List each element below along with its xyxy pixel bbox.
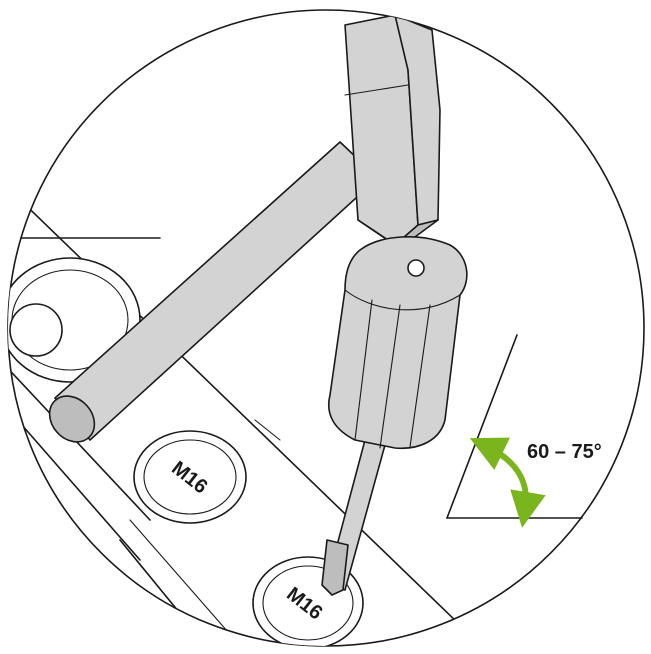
hammer-head [344, 14, 441, 249]
screwdriver-handle [328, 236, 468, 450]
angle-indicator: 60 – 75° [446, 334, 602, 528]
angle-arrow [469, 437, 546, 528]
round-boss [8, 257, 141, 383]
bolt-left: M16 [133, 430, 247, 524]
angle-label: 60 – 75° [527, 441, 602, 463]
screwdriver-shaft [321, 439, 386, 596]
